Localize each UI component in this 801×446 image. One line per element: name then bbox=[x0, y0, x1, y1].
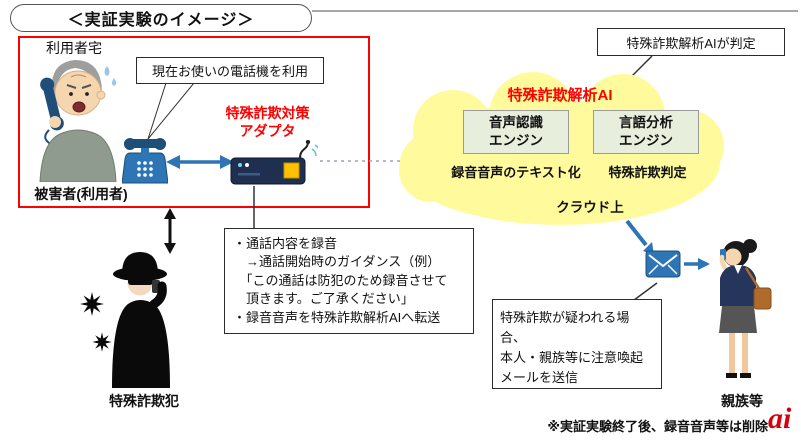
phone-callout-pointer bbox=[147, 82, 196, 140]
relatives-label: 親族等 bbox=[721, 393, 763, 409]
phone-callout-box: 現在お使いの電話機を利用 bbox=[136, 57, 324, 84]
user-home-label: 利用者宅 bbox=[44, 38, 104, 58]
cloud-mail-arrow bbox=[625, 219, 648, 247]
language-engine-label: 言語分析 エンジン bbox=[619, 115, 673, 148]
watermark-logo: ai bbox=[768, 402, 792, 435]
footnote: ※実証実験終了後、録音音声等は削除 bbox=[547, 419, 768, 434]
alert-pointer bbox=[633, 282, 658, 301]
page-title-box: ＜実証実験のイメージ＞ bbox=[10, 4, 312, 32]
page-title: ＜実証実験のイメージ＞ bbox=[67, 12, 255, 29]
recording-note-box: ・通話内容を録音 →通話開始時のガイダンス（例） 「この通話は防犯のため録音させ… bbox=[224, 228, 474, 334]
phone-callout-text: 現在お使いの電話機を利用 bbox=[151, 64, 308, 79]
recording-note-line: 「この通話は防犯のため録音させて bbox=[233, 272, 448, 288]
user-home-area bbox=[18, 36, 370, 208]
mail-envelope-icon bbox=[645, 250, 681, 278]
cloud-location-label: クラウド上 bbox=[556, 200, 624, 215]
cloud-title: 特殊詐欺解析AI bbox=[507, 87, 613, 104]
judgment-callout-box: 特殊詐欺解析AIが判定 bbox=[597, 28, 785, 56]
desk-phone-icon bbox=[122, 138, 168, 184]
recording-note-line: 頂きます。ご了承ください」 bbox=[233, 291, 414, 307]
victim-label: 被害者(利用者) bbox=[34, 186, 128, 202]
speech-engine-label: 音声認識 エンジン bbox=[489, 115, 543, 148]
fraudster-icon bbox=[80, 252, 170, 388]
speech-engine-box: 音声認識 エンジン bbox=[463, 110, 569, 154]
speech-engine-caption: 録音音声のテキスト化 bbox=[451, 165, 581, 180]
recording-note-line: →通話開始時のガイダンス（例） bbox=[233, 254, 441, 270]
woman-phone-icon bbox=[719, 239, 772, 378]
fraudster-label: 特殊詐欺犯 bbox=[109, 393, 179, 409]
alert-note-box: 特殊詐欺が疑われる場合、 本人・親族等に注意喚起 メールを送信 bbox=[492, 299, 662, 389]
language-engine-box: 言語分析 エンジン bbox=[593, 110, 699, 154]
recording-note-line: ・録音音声を特殊詐欺解析AIへ転送 bbox=[233, 309, 441, 325]
recording-note-line: ・通話内容を録音 bbox=[233, 236, 338, 251]
fraud-adapter-icon bbox=[230, 140, 318, 185]
adapter-label: 特殊詐欺対策 アダプタ bbox=[225, 105, 310, 140]
language-engine-caption: 特殊詐欺判定 bbox=[608, 165, 687, 180]
judgment-callout-text: 特殊詐欺解析AIが判定 bbox=[626, 35, 756, 51]
elderly-man-phone-icon bbox=[39, 60, 117, 182]
